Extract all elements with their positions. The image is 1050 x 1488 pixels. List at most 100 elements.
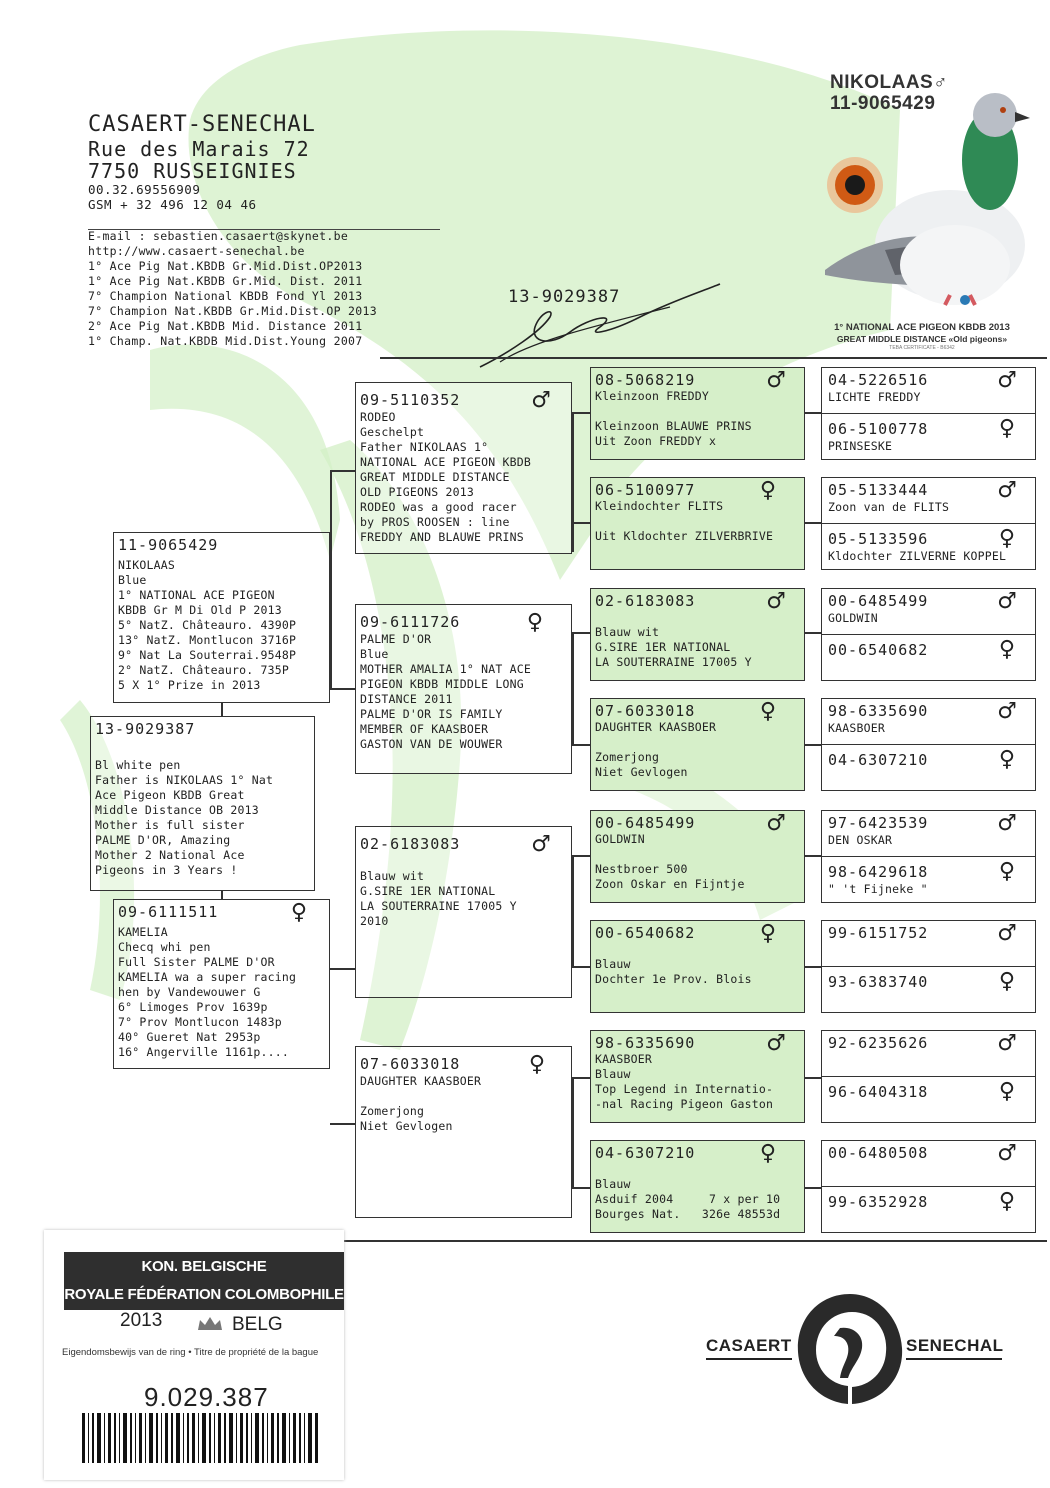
pigeon-ring: 04-6307210: [595, 1144, 695, 1162]
subject-pigeon-box: 13-9029387 Bl white pen Father is NIKOLA…: [90, 716, 315, 891]
great-grandparent-box: 06-5100977 ♀ Kleindochter FLITS Uit Kldo…: [590, 477, 805, 570]
pair-divider: [822, 966, 1035, 967]
pair-divider: [822, 523, 1035, 524]
pair-divider: [822, 744, 1035, 745]
pigeon-notes: PALME D'OR Blue MOTHER AMALIA 1° NAT ACE…: [360, 632, 531, 752]
featured-caption-title: 1° NATIONAL ACE PIGEON KBDB 2013: [812, 322, 1032, 333]
pigeon-ring: 05-5133444: [828, 481, 928, 499]
pigeon-notes: RODEO Geschelpt Father NIKOLAAS 1° NATIO…: [360, 410, 531, 545]
pigeon-notes: KAASBOER Blauw Top Legend in Internatio-…: [595, 1052, 773, 1112]
grandparent-box: 09-6111726 ♀ PALME D'OR Blue MOTHER AMAL…: [355, 604, 572, 774]
pigeon-ring: 02-6183083: [360, 835, 460, 853]
pigeon-ring: 04-5226516: [828, 371, 928, 389]
achievement-line: 1° Ace Pig Nat.KBDB Gr.Mid. Dist. 2011: [88, 274, 428, 289]
male-icon: ♂: [997, 921, 1017, 947]
female-icon: ♀: [291, 900, 307, 926]
pigeon-ring: 00-6485499: [828, 592, 928, 610]
logo-rule-right: [906, 1358, 1002, 1360]
female-icon: ♀: [999, 637, 1015, 663]
barcode: [82, 1413, 320, 1463]
crown-icon: [196, 1314, 224, 1334]
great-grandparent-box: 04-6307210 ♀ Blauw Asduif 2004 7 x per 1…: [590, 1140, 805, 1233]
breeder-header: CASAERT-SENECHAL Rue des Marais 72 7750 …: [88, 112, 468, 212]
pigeon-notes: GOLDWIN Nestbroer 500 Zoon Oskar en Fijn…: [595, 832, 745, 892]
female-icon: ♀: [999, 969, 1015, 995]
sire-box: 11-9065429 NIKOLAAS Blue 1° NATIONAL ACE…: [113, 532, 330, 703]
logo-text-left: CASAERT: [706, 1336, 792, 1356]
female-icon: ♀: [999, 1189, 1015, 1215]
pigeon-ring: 98-6429618: [828, 863, 928, 881]
breeder-info-lines: E-mail : sebastien.casaert@skynet.be htt…: [88, 229, 428, 349]
ancestor-pair-box: 00-6485499 ♂ GOLDWIN 00-6540682 ♀: [821, 588, 1036, 681]
featured-caption-subtitle: GREAT MIDDLE DISTANCE «Old pigeons»: [812, 334, 1032, 344]
pigeon-notes: NIKOLAAS Blue 1° NATIONAL ACE PIGEON KBD…: [118, 558, 296, 693]
pair-divider: [822, 413, 1035, 414]
pigeon-ring: 08-5068219: [595, 371, 695, 389]
female-icon: ♀: [760, 921, 776, 947]
pigeon-notes: DEN OSKAR: [828, 833, 892, 848]
achievement-line: 1° Ace Pig Nat.KBDB Gr.Mid.Dist.OP2013: [88, 259, 428, 274]
card-subtitle: Eigendomsbewijs van de ring • Titre de p…: [62, 1347, 318, 1358]
pigeon-ring: 06-5100778: [828, 420, 928, 438]
pigeon-ring: 06-5100977: [595, 481, 695, 499]
great-grandparent-box: 08-5068219 ♂ Kleinzoon FREDDY Kleinzoon …: [590, 367, 805, 460]
ancestor-pair-box: 97-6423539 ♂ DEN OSKAR 98-6429618 ♀ " 't…: [821, 810, 1036, 903]
pigeon-ring: 00-6540682: [828, 641, 928, 659]
pigeon-ring: 00-6480508: [828, 1144, 928, 1162]
achievement-line: 2° Ace Pig Nat.KBDB Mid. Distance 2011: [88, 319, 428, 334]
pigeon-photo: [805, 90, 1035, 320]
pigeon-ring: 97-6423539: [828, 814, 928, 832]
pigeon-notes: Blauw Asduif 2004 7 x per 10 Bourges Nat…: [595, 1162, 780, 1222]
pigeon-notes: Blauw wit G.SIRE 1ER NATIONAL LA SOUTERR…: [595, 610, 752, 670]
pigeon-notes: Blauw wit G.SIRE 1ER NATIONAL LA SOUTERR…: [360, 854, 517, 929]
pair-divider: [822, 634, 1035, 635]
great-grandparent-box: 00-6485499 ♂ GOLDWIN Nestbroer 500 Zoon …: [590, 810, 805, 903]
featured-caption-cert: TEBA CERTIFICATE - B6342: [812, 345, 1032, 351]
male-icon: ♂: [766, 811, 786, 837]
signature: [470, 272, 730, 382]
dam-box: 09-6111511 ♀ KAMELIA Checq whi pen Full …: [113, 899, 330, 1069]
card-country: BELG: [232, 1314, 283, 1336]
pigeon-notes: LICHTE FREDDY: [828, 390, 921, 405]
pigeon-ring: 02-6183083: [595, 592, 695, 610]
pigeon-notes: GOLDWIN: [828, 611, 878, 626]
male-icon: ♂: [997, 478, 1017, 504]
breeder-website: http://www.casaert-senechal.be: [88, 244, 428, 259]
pigeon-ring: 00-6485499: [595, 814, 695, 832]
header-rule: [380, 357, 1047, 359]
great-grandparent-box: 00-6540682 ♀ Blauw Dochter 1e Prov. Bloi…: [590, 920, 805, 1013]
grandparent-box: 07-6033018 ♀ DAUGHTER KAASBOER Zomerjong…: [355, 1046, 572, 1218]
grandparent-box: 09-5110352 ♂ RODEO Geschelpt Father NIKO…: [355, 382, 572, 554]
male-icon: ♂: [531, 832, 551, 858]
ancestor-pair-box: 05-5133444 ♂ Zoon van de FLITS 05-513359…: [821, 477, 1036, 570]
pigeon-ring: 00-6540682: [595, 924, 695, 942]
card-ring-number: 9.029.387: [144, 1382, 269, 1413]
pigeon-ring: 04-6307210: [828, 751, 928, 769]
ring-ownership-card: KON. BELGISCHE DUIVENLIEFHEBBERSBOND ROY…: [44, 1230, 344, 1480]
male-icon: ♂: [997, 1031, 1017, 1057]
pigeon-logo-icon: [790, 1290, 910, 1410]
male-icon: ♂: [766, 368, 786, 394]
male-icon: ♂: [766, 589, 786, 615]
breeder-street: Rue des Marais 72: [88, 138, 468, 160]
achievement-line: 7° Champion Nat.KBDB Gr.Mid.Dist.OP 2013: [88, 304, 428, 319]
great-grandparent-box: 98-6335690 ♂ KAASBOER Blauw Top Legend i…: [590, 1030, 805, 1123]
male-icon: ♂: [531, 388, 551, 414]
pigeon-notes: Kldochter ZILVERNE KOPPEL: [828, 549, 1006, 564]
pigeon-ring: 98-6335690: [828, 702, 928, 720]
male-icon: ♂: [997, 811, 1017, 837]
pigeon-notes: KAASBOER: [828, 721, 885, 736]
pigeon-ring: 07-6033018: [360, 1055, 460, 1073]
pigeon-notes: Bl white pen Father is NIKOLAAS 1° Nat A…: [95, 743, 273, 878]
breeder-city: 7750 RUSSEIGNIES: [88, 160, 468, 182]
great-grandparent-box: 02-6183083 ♂ Blauw wit G.SIRE 1ER NATION…: [590, 588, 805, 681]
pigeon-ring: 99-6151752: [828, 924, 928, 942]
pigeon-notes: Kleindochter FLITS Uit Kldochter ZILVERB…: [595, 499, 773, 544]
pigeon-ring: 96-6404318: [828, 1083, 928, 1101]
grandparent-box: 02-6183083 ♂ Blauw wit G.SIRE 1ER NATION…: [355, 826, 572, 998]
pigeon-ring: 09-5110352: [360, 391, 460, 409]
female-icon: ♀: [529, 1052, 545, 1078]
pigeon-ring: 92-6235626: [828, 1034, 928, 1052]
pair-divider: [822, 1186, 1035, 1187]
